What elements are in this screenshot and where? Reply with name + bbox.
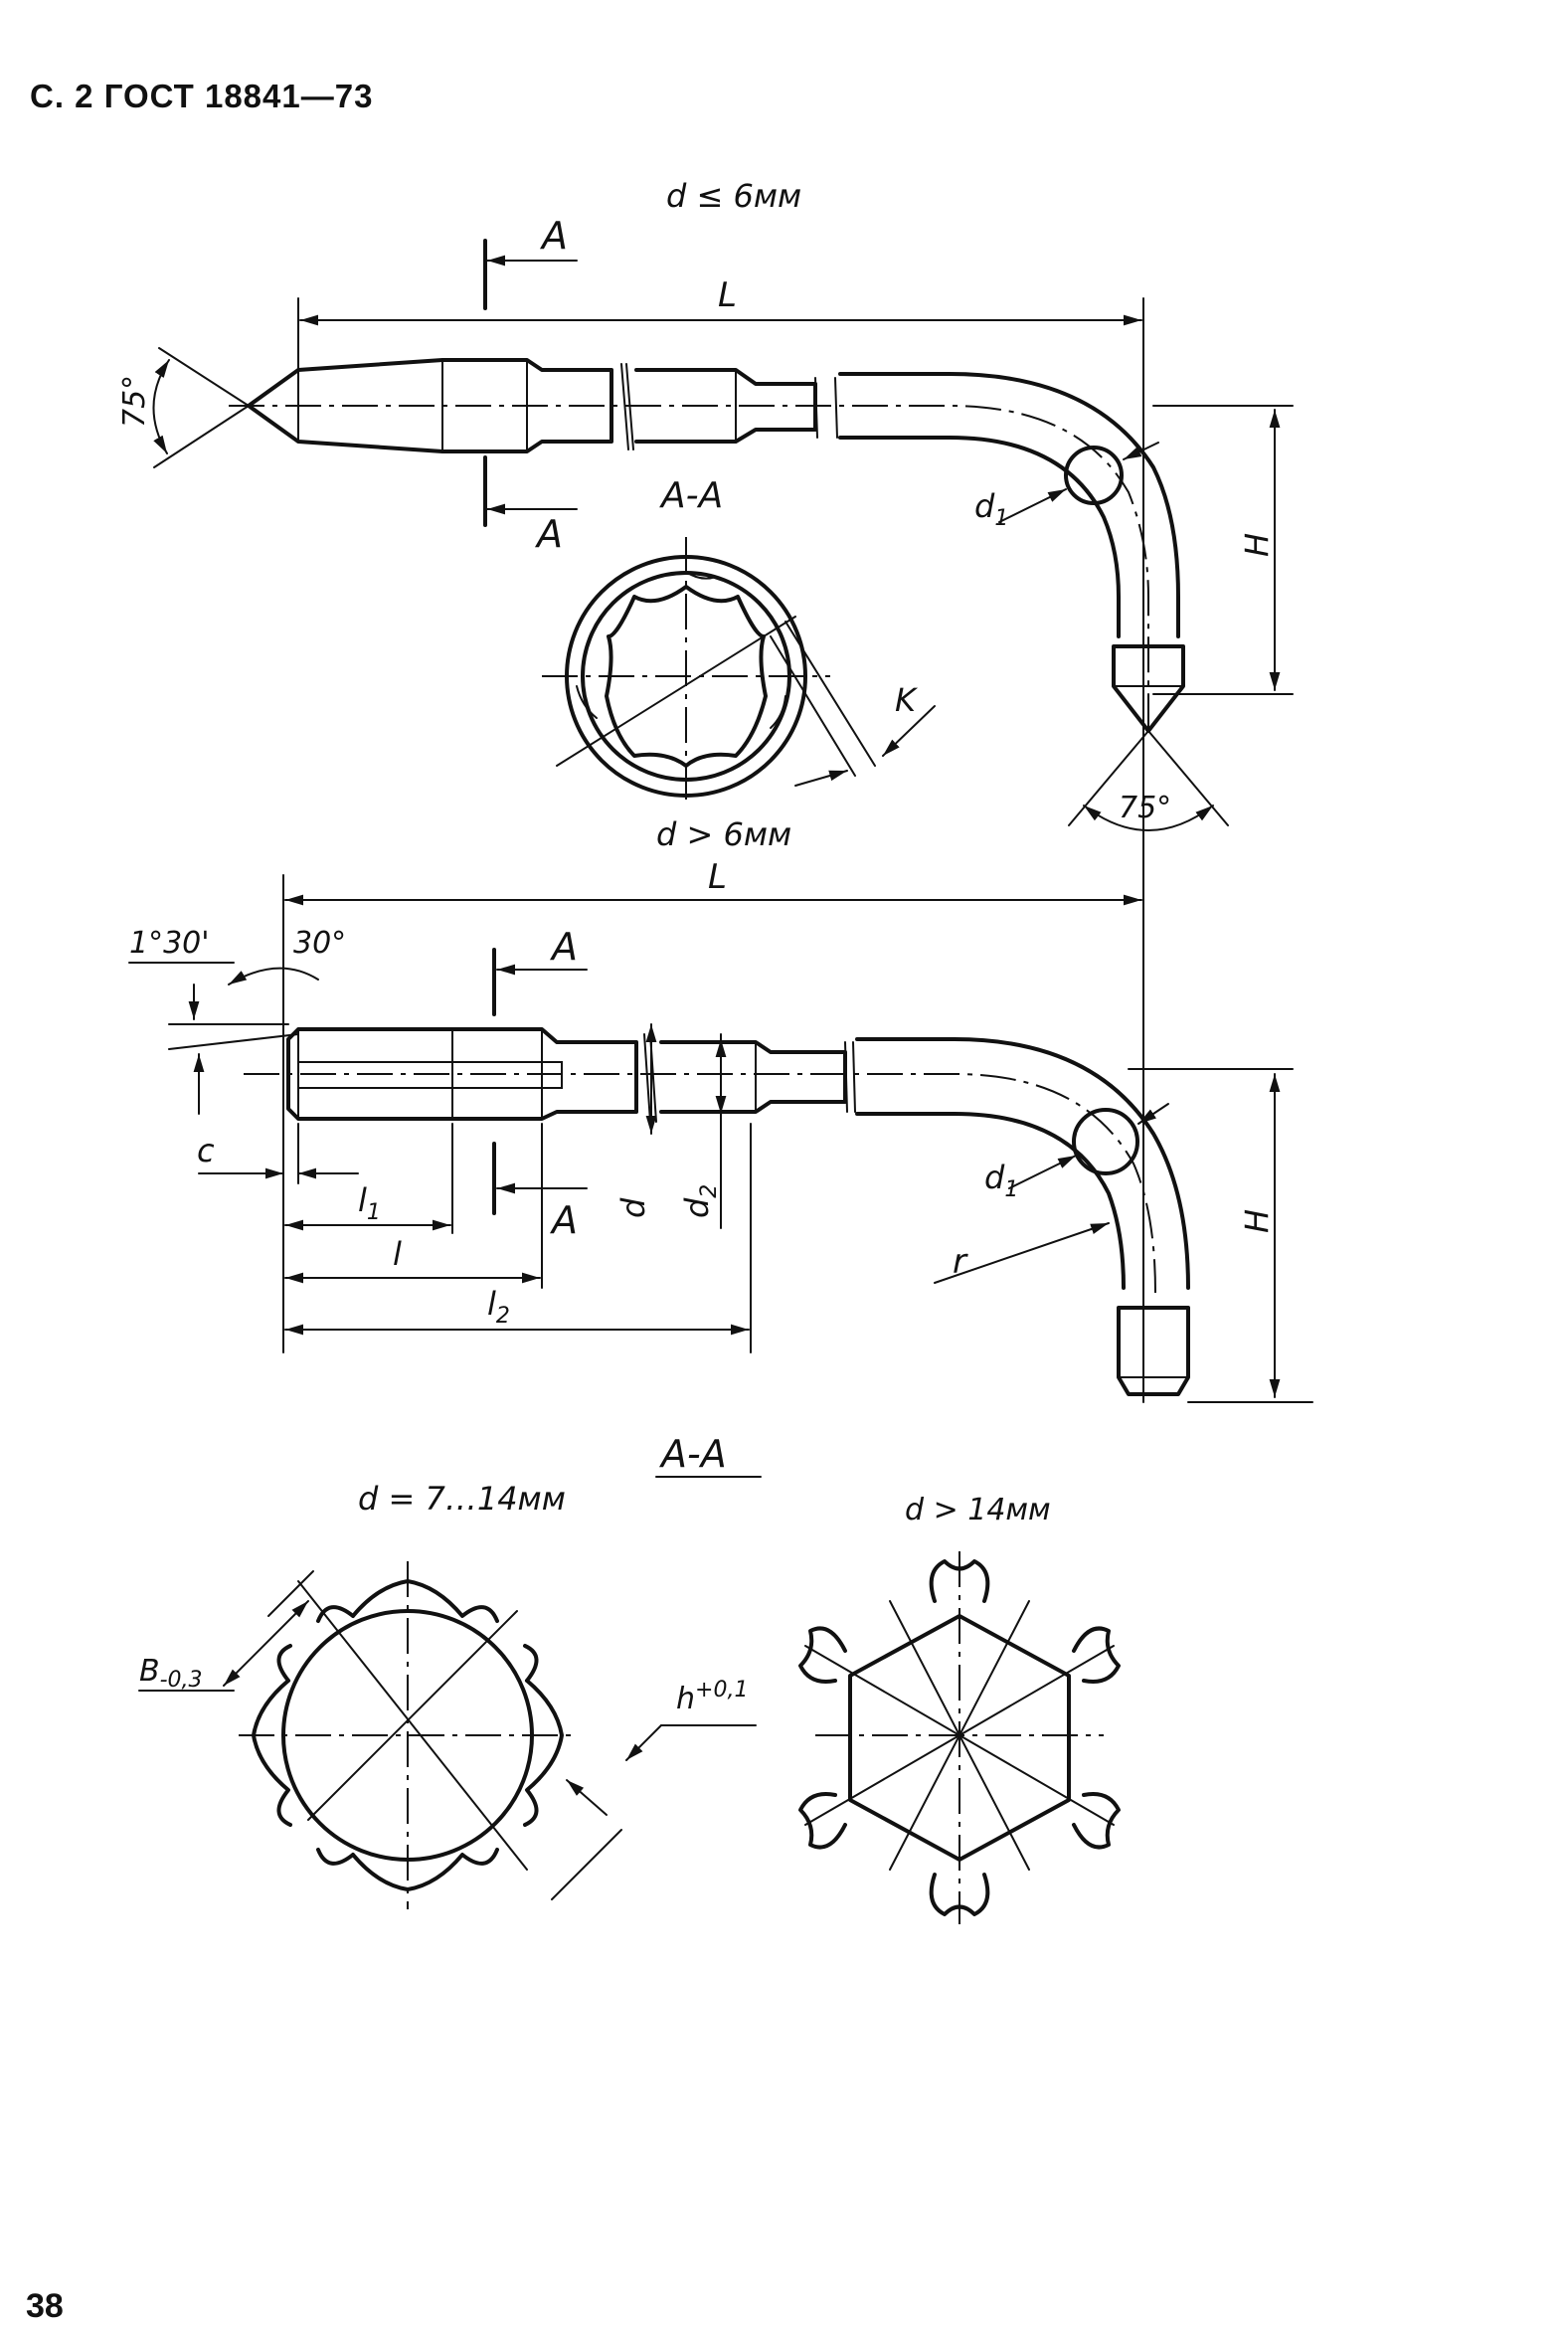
- view2-l1-sub: 1: [367, 1200, 381, 1225]
- view1-tip: [247, 358, 613, 453]
- view1-condition: d ≤ 6мм: [666, 177, 801, 215]
- view1-section-title: А-А: [659, 475, 723, 516]
- view1-wrench: d ≤ 6мм А L d1 75°: [117, 177, 1294, 1000]
- svg-text:d1: d1: [984, 1159, 1018, 1202]
- section-a-a-round: [542, 537, 830, 806]
- view2-l2-sub: 2: [496, 1304, 510, 1329]
- section-four-lobe: [239, 1561, 622, 1909]
- view2-height: H: [1238, 1209, 1276, 1233]
- view1-angle-bottom: 75°: [1119, 791, 1171, 825]
- view2-d2-sub: 2: [697, 1184, 722, 1198]
- svg-text:d1: d1: [974, 487, 1008, 531]
- page-header: С. 2 ГОСТ 18841—73: [30, 78, 374, 114]
- h-tol: +0,1: [695, 1678, 748, 1703]
- view1-height: H: [1238, 533, 1276, 557]
- view2-section-mark-top: А: [549, 925, 578, 969]
- b-label: B: [139, 1654, 160, 1689]
- view1-k-label: K: [895, 681, 919, 719]
- view1-angle-tip: 75°: [117, 375, 152, 428]
- view2-length: L: [708, 857, 727, 897]
- section-hexagon: [798, 1551, 1121, 1924]
- svg-text:l2: l2: [487, 1285, 510, 1329]
- view2-c-label: c: [197, 1132, 215, 1169]
- view1-cond-after: d > 6мм: [656, 815, 791, 853]
- view2-angle-chamfer: 30°: [293, 926, 346, 961]
- view2-d1: d: [984, 1159, 1005, 1196]
- svg-text:d2: d2: [678, 1184, 722, 1218]
- sections-group: А-А d = 7…14мм d > 14мм B-0,3: [138, 1432, 1121, 1924]
- view1-length: L: [718, 275, 737, 315]
- right-condition: d > 14мм: [905, 1493, 1051, 1527]
- h-label: h: [676, 1682, 695, 1716]
- view2-r-label: r: [953, 1242, 968, 1282]
- view2-l1: l: [358, 1181, 367, 1219]
- view2-d1-section: [1072, 1108, 1139, 1175]
- view2-d1-sub: 1: [1004, 1177, 1018, 1202]
- view1-d1-section: [1064, 446, 1124, 505]
- sections-title: А-А: [658, 1432, 727, 1476]
- view1-d1-sub: 1: [994, 506, 1008, 531]
- view2-wrench: L 1°30' 30° А d1: [128, 857, 1313, 1403]
- view1-bottom-tip: [1112, 644, 1185, 733]
- svg-text:l1: l1: [358, 1181, 381, 1225]
- view1-section-mark-bottom: А: [534, 512, 563, 556]
- view2-d-label: d: [614, 1197, 652, 1218]
- b-tol: -0,3: [160, 1668, 203, 1693]
- view2-bottom-tip: [1117, 1306, 1190, 1396]
- svg-text:h+0,1: h+0,1: [676, 1678, 748, 1716]
- view2-d2-label: d: [678, 1197, 716, 1218]
- view1-d1: d: [974, 487, 995, 525]
- view2-angle-small: 1°30': [129, 926, 210, 961]
- svg-text:B-0,3: B-0,3: [139, 1654, 203, 1693]
- page-number: 38: [26, 2287, 64, 2325]
- view2-l2: l: [487, 1285, 496, 1323]
- view2-l: l: [393, 1235, 402, 1273]
- view1-section-mark-top: А: [539, 214, 568, 258]
- left-condition: d = 7…14мм: [358, 1480, 566, 1518]
- view2-section-mark-bottom: А: [549, 1198, 578, 1242]
